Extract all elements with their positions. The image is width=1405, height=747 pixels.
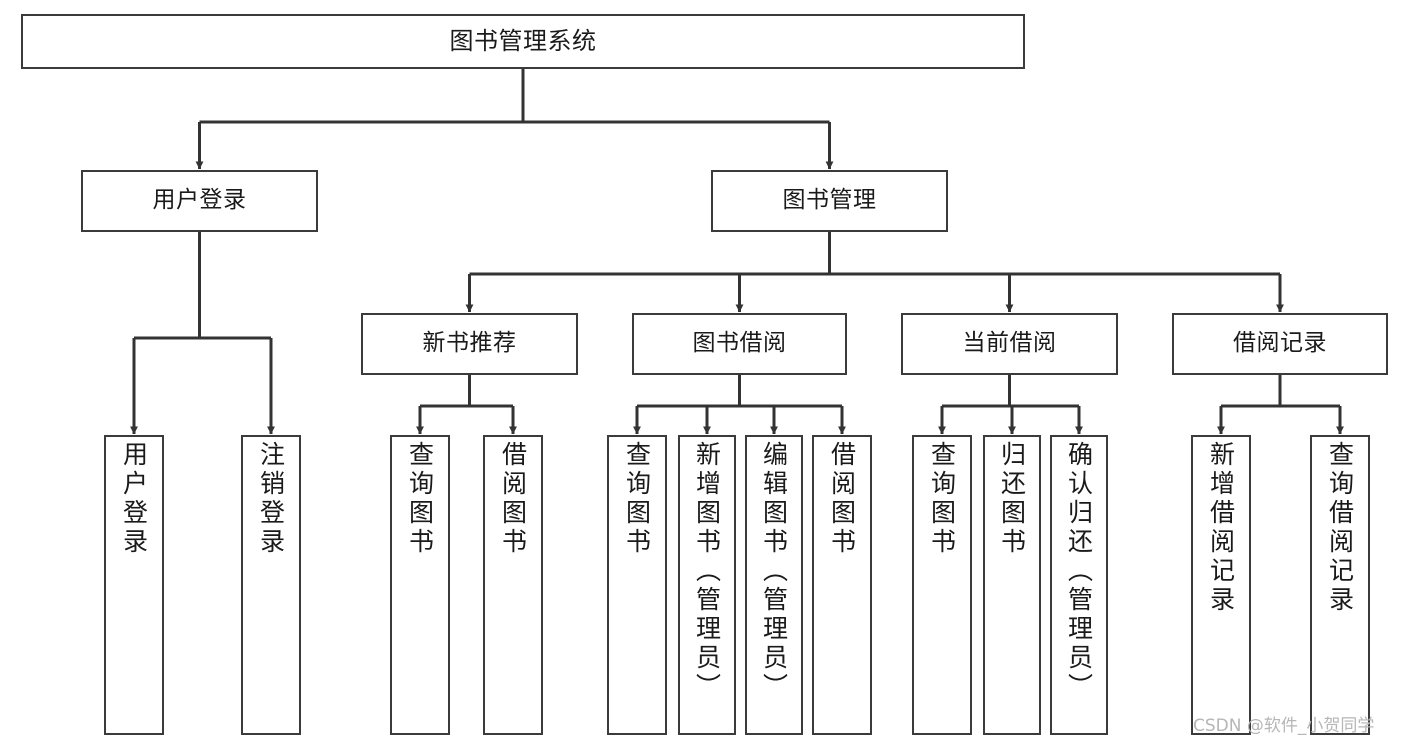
node-label: 查询借阅记录 (1325, 441, 1355, 615)
node-label: 新增图书（管理员） (692, 441, 722, 702)
node-root[interactable]: 图书管理系统 (21, 14, 1025, 69)
node-leaf-cur-2[interactable]: 归还图书 (983, 435, 1041, 735)
node-label: 编辑图书（管理员） (759, 441, 789, 702)
node-label: 图书管理系统 (449, 27, 597, 56)
node-leaf-new-2[interactable]: 借阅图书 (483, 435, 543, 735)
watermark: CSDN @软件_小贺同学 (1193, 716, 1375, 736)
node-label: 新书推荐 (422, 330, 517, 357)
node-leaf-rec-1[interactable]: 新增借阅记录 (1191, 435, 1251, 735)
node-newbook[interactable]: 新书推荐 (361, 313, 578, 375)
node-label: 图书管理 (782, 187, 877, 214)
node-label: 确认归还（管理员） (1064, 441, 1094, 702)
node-label: 查询图书 (405, 441, 435, 557)
node-leaf-new-1[interactable]: 查询图书 (390, 435, 450, 735)
node-label: 注销登录 (256, 441, 286, 557)
node-label: 查询图书 (622, 441, 652, 557)
node-leaf-borrow-3[interactable]: 编辑图书（管理员） (745, 435, 803, 735)
node-leaf-borrow-2[interactable]: 新增图书（管理员） (678, 435, 736, 735)
node-label: 查询图书 (927, 441, 957, 557)
node-leaf-borrow-1[interactable]: 查询图书 (607, 435, 667, 735)
node-label: 用户登录 (119, 441, 149, 557)
node-label: 用户登录 (152, 187, 247, 214)
node-login[interactable]: 用户登录 (81, 170, 318, 232)
node-borrow[interactable]: 图书借阅 (632, 313, 847, 375)
node-current[interactable]: 当前借阅 (901, 313, 1118, 375)
node-label: 借阅图书 (827, 441, 857, 557)
node-bookmgmt[interactable]: 图书管理 (711, 170, 948, 232)
node-label: 归还图书 (997, 441, 1027, 557)
node-label: 当前借阅 (962, 330, 1057, 357)
node-leaf-cur-3[interactable]: 确认归还（管理员） (1050, 435, 1108, 735)
node-label: 借阅记录 (1233, 330, 1327, 357)
node-label: 新增借阅记录 (1206, 441, 1236, 615)
node-leaf-login-1[interactable]: 用户登录 (104, 435, 164, 735)
node-records[interactable]: 借阅记录 (1172, 313, 1388, 375)
node-label: 图书借阅 (692, 330, 787, 357)
node-label: 借阅图书 (498, 441, 528, 557)
node-leaf-rec-2[interactable]: 查询借阅记录 (1310, 435, 1370, 735)
node-leaf-login-2[interactable]: 注销登录 (241, 435, 301, 735)
node-leaf-cur-1[interactable]: 查询图书 (912, 435, 972, 735)
edge-layer (130, 69, 1344, 435)
node-leaf-borrow-4[interactable]: 借阅图书 (812, 435, 872, 735)
